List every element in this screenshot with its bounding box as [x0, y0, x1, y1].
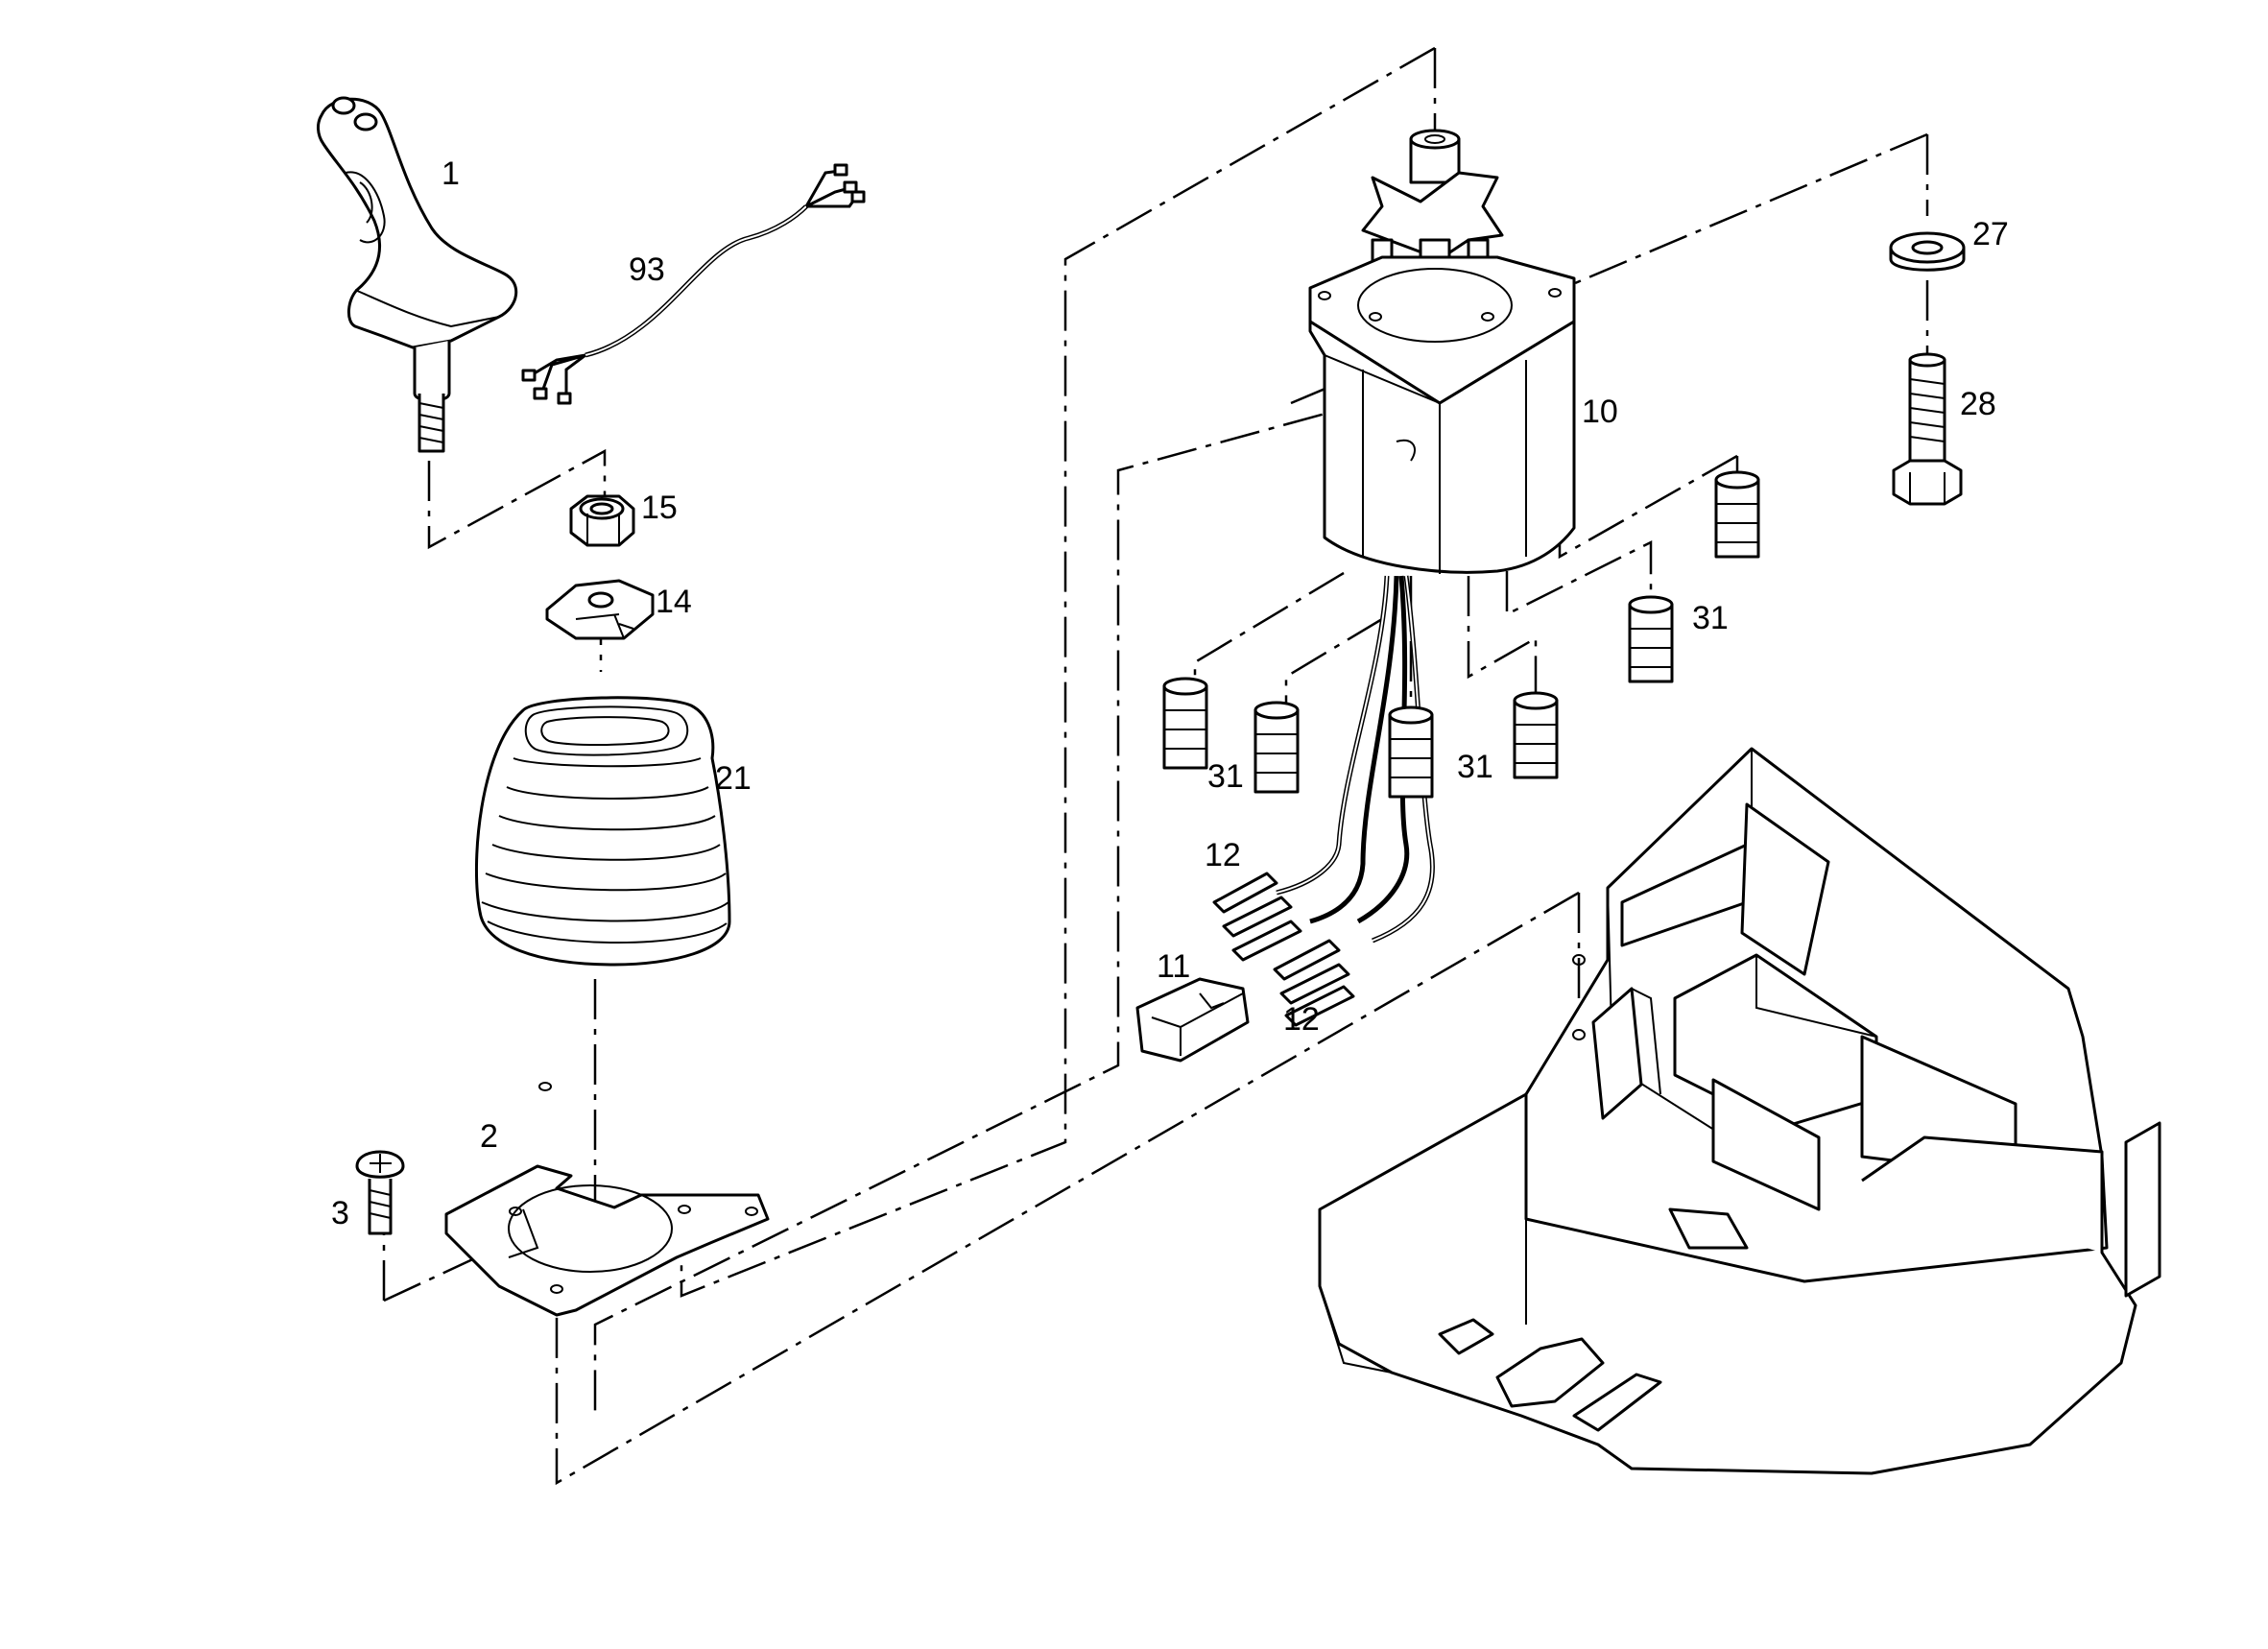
callout-10: 10 — [1582, 394, 1618, 430]
washer — [1889, 231, 1966, 272]
wiring-harness — [1276, 575, 1435, 944]
callout-1: 1 — [442, 155, 460, 192]
control-valve — [1308, 129, 1576, 574]
callout-31-mid: 31 — [1457, 749, 1493, 785]
callout-31-right: 31 — [1692, 600, 1729, 636]
contact-pins — [1212, 872, 1355, 1027]
callout-21: 21 — [715, 760, 752, 797]
callout-27: 27 — [1972, 216, 2009, 252]
fitting — [1714, 470, 1760, 559]
rubber-boot — [474, 696, 731, 967]
callout-3: 3 — [331, 1195, 349, 1231]
callout-12-lower: 12 — [1283, 1001, 1320, 1038]
callout-12-upper: 12 — [1205, 837, 1241, 873]
callout-2: 2 — [480, 1118, 498, 1155]
joystick-handle — [317, 96, 518, 453]
fittings — [1162, 470, 1760, 799]
nut — [569, 494, 635, 547]
fitting — [1628, 595, 1674, 683]
cab-base — [1318, 747, 2161, 1475]
bolt — [1892, 352, 1963, 506]
callout-31-left: 31 — [1207, 758, 1244, 795]
callout-14: 14 — [656, 584, 692, 620]
screw — [355, 1150, 405, 1235]
connector — [1135, 977, 1250, 1063]
fitting — [1388, 705, 1434, 799]
callout-93: 93 — [629, 251, 665, 288]
cable — [521, 163, 866, 405]
callout-11: 11 — [1157, 948, 1190, 985]
clip — [545, 579, 655, 640]
fitting — [1162, 677, 1208, 770]
callout-28: 28 — [1960, 386, 1996, 422]
mounting-plate — [444, 1082, 770, 1317]
fitting — [1513, 691, 1559, 779]
fitting — [1253, 701, 1300, 794]
callout-15: 15 — [641, 490, 678, 526]
